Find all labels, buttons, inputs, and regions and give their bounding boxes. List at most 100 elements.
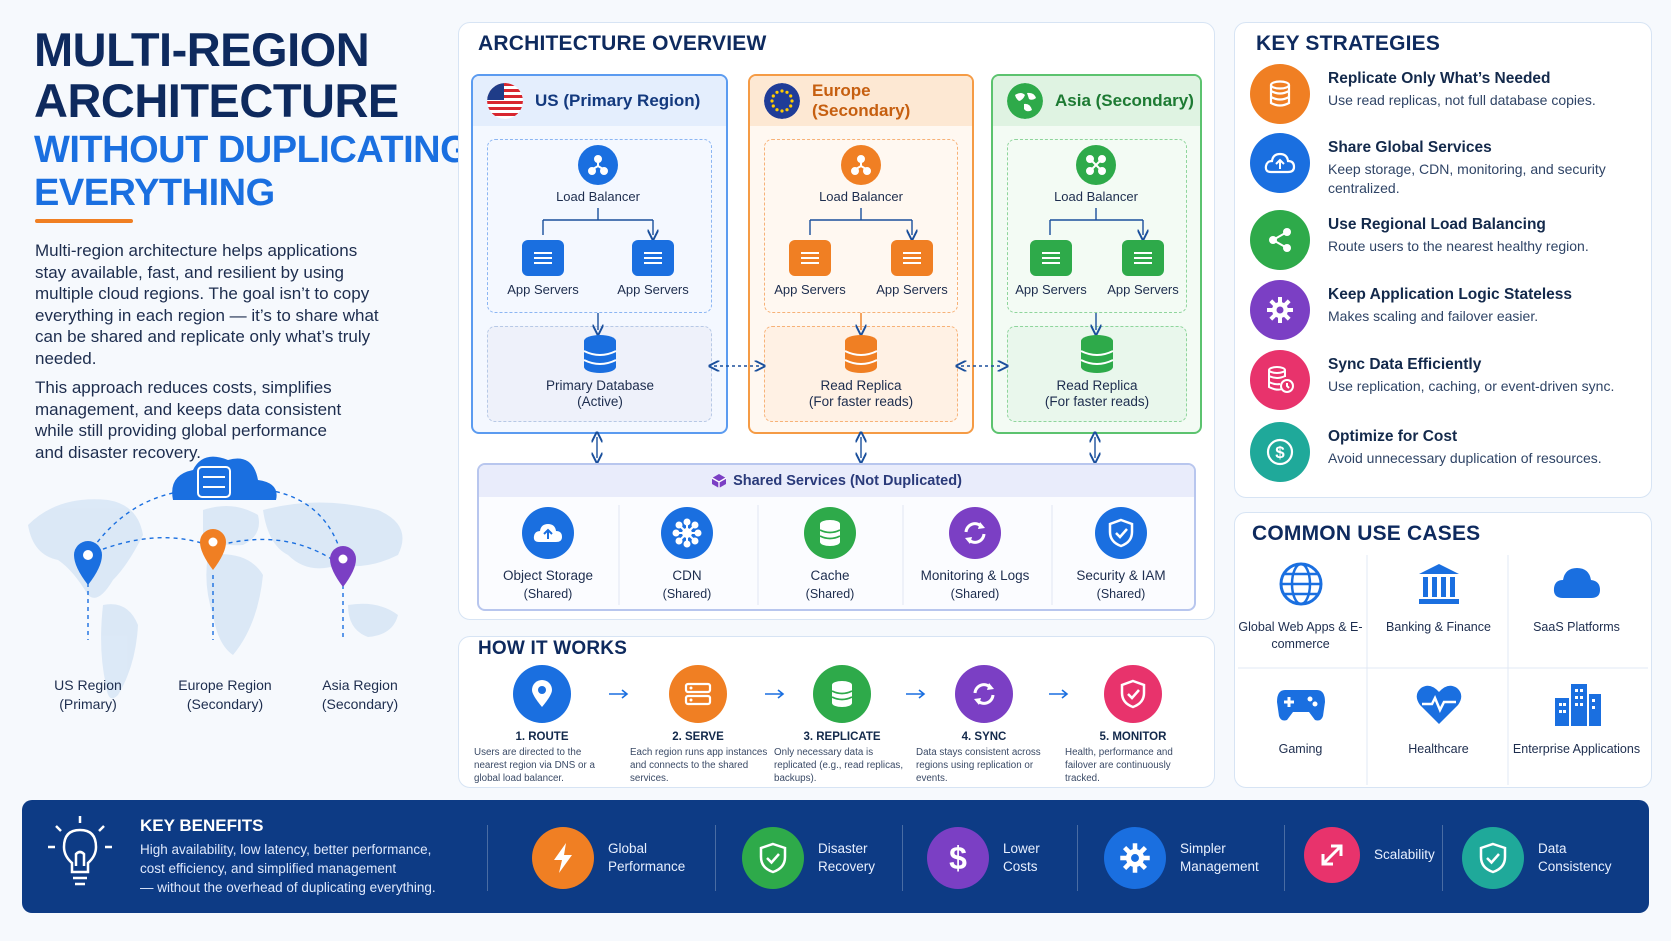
globe-icon: [1279, 562, 1322, 606]
lightning-icon: [532, 827, 594, 889]
load-balancer-icon: [841, 145, 881, 185]
europe-pin-icon: [200, 529, 226, 570]
strategies-title: KEY STRATEGIES: [1256, 32, 1441, 55]
asia-read-replica: Read Replica(For faster reads): [1012, 334, 1182, 410]
database-sync-icon: [1250, 350, 1310, 410]
lightbulb-icon: [48, 816, 112, 886]
server-icon: [669, 665, 727, 723]
svg-text:$: $: [1275, 443, 1285, 462]
map-label-us: US Region(Primary): [54, 677, 122, 712]
shield-check-icon: [1462, 827, 1524, 889]
location-pin-icon: [513, 665, 571, 723]
gear-icon: [1250, 280, 1310, 340]
shield-check-icon: [742, 827, 804, 889]
map-label-asia: Asia Region(Secondary): [321, 677, 399, 712]
gear-icon: [1104, 827, 1166, 889]
eu-flag-icon: [764, 83, 800, 119]
page-title: MULTI-REGION ARCHITECTURE WITHOUT DUPLIC…: [34, 24, 470, 215]
world-map-illustration: [28, 456, 403, 699]
region-asia-name: Asia (Secondary): [1055, 91, 1194, 110]
globe-asia-icon: [1007, 83, 1043, 119]
shared-cache: Cache(Shared): [759, 507, 901, 603]
use-case-gaming: Gaming: [1232, 682, 1369, 758]
shared-monitoring: Monitoring & Logs(Shared): [904, 507, 1046, 603]
server-icon: [891, 240, 933, 276]
dollar-icon: $: [1250, 422, 1310, 482]
use-case-enterprise: Enterprise Applications: [1508, 682, 1645, 758]
benefits-description: High availability, low latency, better p…: [140, 842, 436, 895]
bank-icon: [1418, 564, 1459, 604]
architecture-title: ARCHITECTURE OVERVIEW: [478, 32, 767, 55]
server-icon: [632, 240, 674, 276]
us-primary-database: Primary Database(Active): [515, 334, 685, 410]
title-line-4: EVERYTHING: [34, 172, 275, 214]
region-europe-header: Europe (Secondary): [750, 76, 972, 126]
us-load-balancer: Load Balancer: [530, 145, 666, 205]
cloud-server-icon: [172, 456, 277, 500]
key-benefits-bar: KEY BENEFITS High availability, low late…: [22, 800, 1649, 913]
server-icon: [1122, 240, 1164, 276]
us-compute-box: [487, 139, 712, 313]
shared-services-header: Shared Services (Not Duplicated): [479, 465, 1194, 497]
region-europe-name: Europe (Secondary): [812, 81, 911, 120]
share-icon: [1250, 210, 1310, 270]
europe-app-server-2: App Servers: [869, 240, 955, 298]
cloud-icon: [1553, 568, 1600, 598]
shared-security: Security & IAM(Shared): [1050, 507, 1192, 603]
gamepad-icon: [1276, 690, 1325, 721]
database-icon: [1080, 335, 1114, 373]
svg-text:$: $: [949, 841, 967, 875]
sync-icon: [955, 665, 1013, 723]
use-cases-title: COMMON USE CASES: [1252, 522, 1481, 545]
us-pin-icon: [74, 541, 102, 585]
region-us-name: US (Primary Region): [535, 91, 701, 110]
asia-load-balancer: Load Balancer: [1028, 145, 1164, 205]
database-icon: [804, 507, 856, 559]
server-icon: [1030, 240, 1072, 276]
intro-paragraph-2: This approach reduces costs, simplifies …: [35, 378, 342, 462]
europe-app-server-1: App Servers: [767, 240, 853, 298]
asia-app-server-1: App Servers: [1008, 240, 1094, 298]
cloud-upload-icon: [522, 507, 574, 559]
region-us-header: US (Primary Region): [473, 76, 726, 126]
shared-object-storage: Object Storage(Shared): [477, 507, 619, 603]
map-label-europe: Europe Region(Secondary): [178, 677, 272, 712]
use-cases-panel: [1234, 512, 1652, 788]
use-case-web-apps: Global Web Apps & E-commerce: [1232, 560, 1369, 653]
use-case-banking: Banking & Finance: [1370, 560, 1507, 636]
shared-services-title: Shared Services (Not Duplicated): [733, 473, 962, 489]
refresh-icon: [949, 507, 1001, 559]
title-line-3: WITHOUT DUPLICATING: [34, 129, 470, 171]
intro-paragraph-1: Multi-region architecture helps applicat…: [35, 241, 379, 368]
asia-app-server-2: App Servers: [1100, 240, 1186, 298]
shared-cdn: CDN(Shared): [616, 507, 758, 603]
europe-read-replica: Read Replica(For faster reads): [776, 334, 946, 410]
database-icon: [813, 665, 871, 723]
cloud-icon: [1250, 133, 1310, 193]
europe-compute-box: [764, 139, 958, 313]
buildings-icon: [1554, 684, 1601, 726]
how-it-works-title: HOW IT WORKS: [478, 638, 628, 659]
database-icon: [1250, 64, 1310, 124]
title-underline: [35, 219, 133, 223]
asia-compute-box: [1007, 139, 1187, 313]
region-asia-header: Asia (Secondary): [993, 76, 1200, 126]
use-case-healthcare: Healthcare: [1370, 682, 1507, 758]
database-icon: [844, 335, 878, 373]
shield-icon: [1104, 665, 1162, 723]
us-flag-icon: [487, 83, 523, 119]
us-app-server-1: App Servers: [500, 240, 586, 298]
